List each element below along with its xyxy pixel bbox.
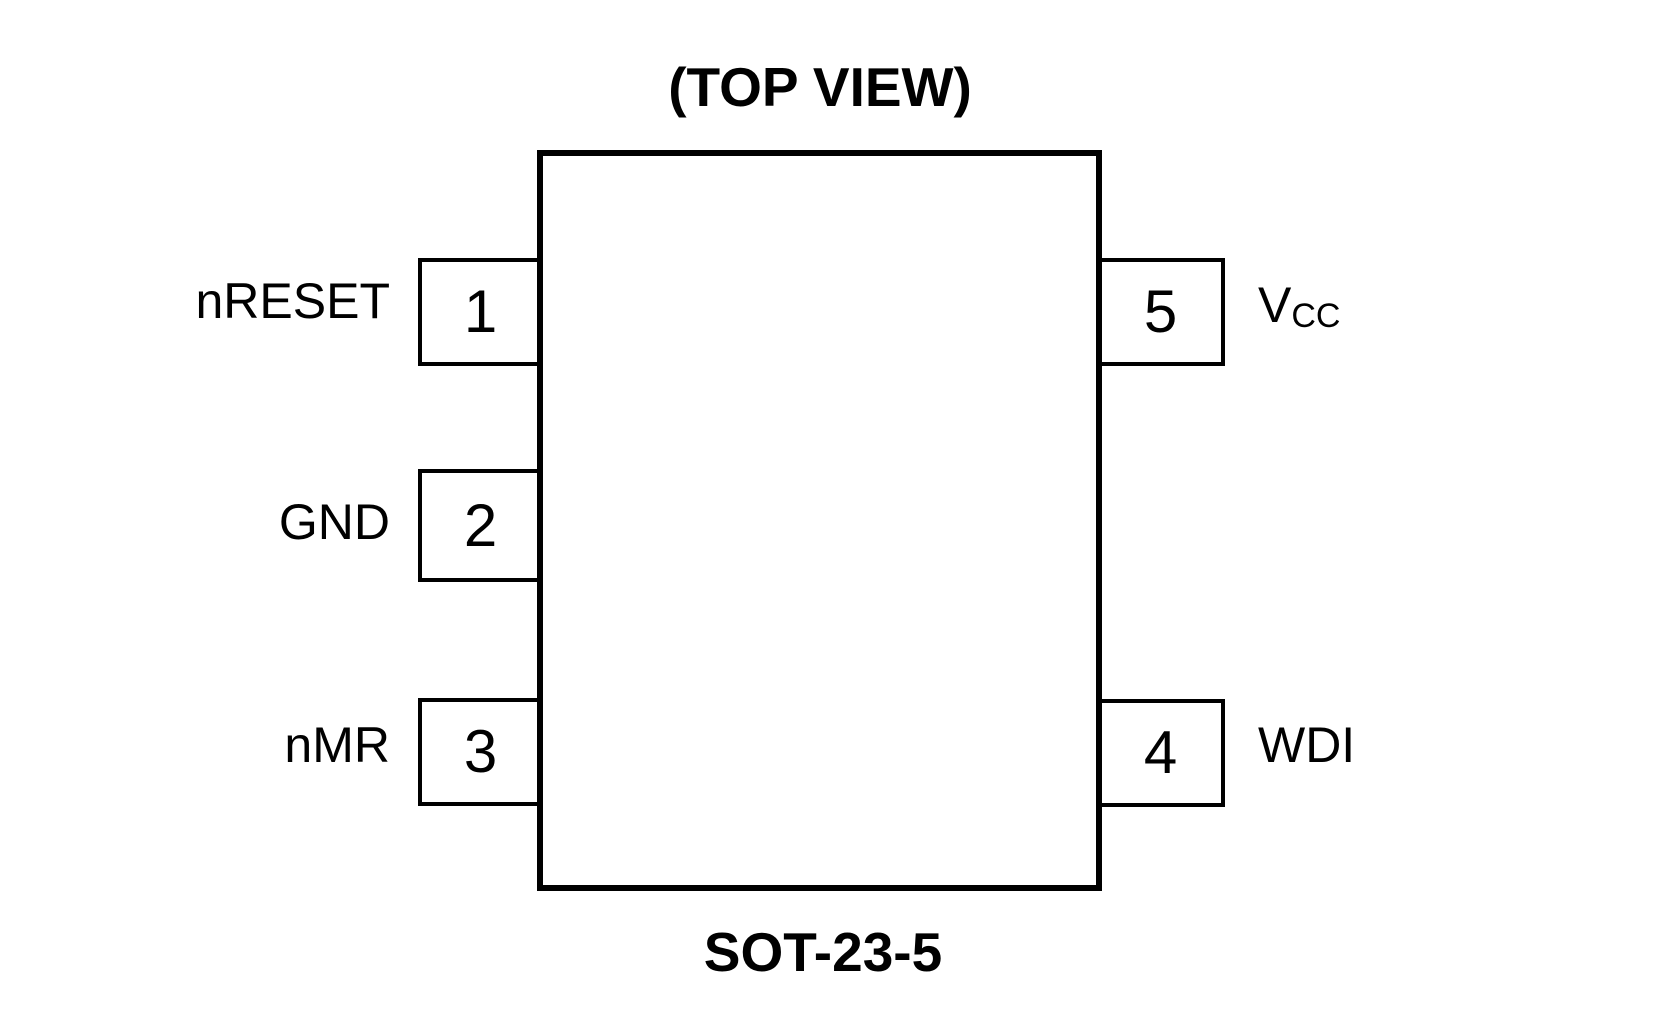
pin-number-1: 1 <box>463 278 498 345</box>
pin-label-nreset: nRESET <box>195 273 390 329</box>
pin-number-5: 5 <box>1143 278 1178 345</box>
pin-label-vcc-main: V <box>1258 277 1292 333</box>
pin-label-nmr: nMR <box>284 717 390 773</box>
pin-number-2: 2 <box>463 491 498 559</box>
pin-label-vcc: VCC <box>1258 277 1340 344</box>
package-name: SOT-23-5 <box>703 921 943 983</box>
ic-package-body <box>537 150 1102 891</box>
diagram-title: (TOP VIEW) <box>668 56 972 118</box>
pin-box-3: 3 <box>418 698 543 806</box>
pin-box-2: 2 <box>418 469 543 582</box>
pin-label-gnd: GND <box>278 494 390 550</box>
pin-box-1: 1 <box>418 258 543 366</box>
pin-label-wdi: WDI <box>1258 717 1356 773</box>
pin-number-3: 3 <box>463 718 498 785</box>
pin-label-vcc-subscript: CC <box>1291 297 1341 335</box>
pin-number-4: 4 <box>1143 719 1178 786</box>
pin-box-4: 4 <box>1096 699 1225 807</box>
pin-box-5: 5 <box>1096 258 1225 366</box>
